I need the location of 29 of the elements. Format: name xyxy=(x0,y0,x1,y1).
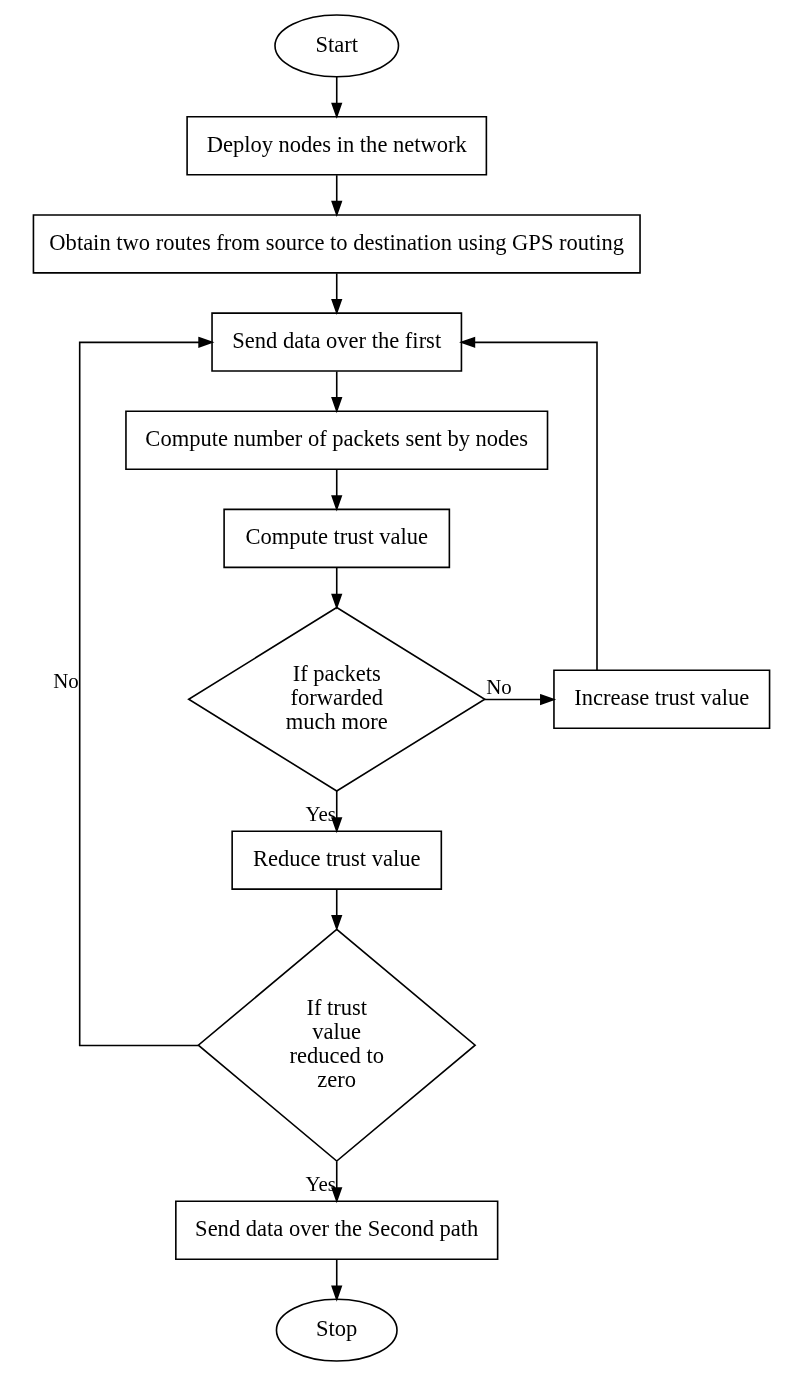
node-diamond: If trust value reduced to zero xyxy=(197,928,477,1163)
arrow xyxy=(331,567,343,610)
edge-label: No xyxy=(53,668,79,693)
arrow xyxy=(459,336,598,671)
arrow xyxy=(331,888,343,932)
node-diamond: If packets forwarded much more xyxy=(187,606,487,792)
edge-label: Yes xyxy=(305,1172,336,1197)
arrow xyxy=(483,693,557,706)
arrow xyxy=(331,468,343,512)
arrow xyxy=(78,336,215,1047)
node-ellipse: Start xyxy=(274,14,400,78)
arrow xyxy=(331,272,343,316)
edge-label: Yes xyxy=(305,802,336,827)
node-box: Send data over the Second path xyxy=(175,1200,499,1260)
node-box: Compute trust value xyxy=(223,508,451,569)
node-ellipse: Stop xyxy=(275,1298,398,1362)
node-box: Obtain two routes from source to destination using GPS routing xyxy=(32,214,641,274)
arrow xyxy=(331,790,343,834)
edge-label: No xyxy=(486,674,512,699)
arrow xyxy=(331,370,343,414)
arrow xyxy=(331,1258,343,1302)
node-box: Increase trust value xyxy=(553,669,771,730)
arrow xyxy=(331,76,343,119)
arrow xyxy=(331,1160,343,1204)
arrow xyxy=(331,174,343,217)
node-box: Reduce trust value xyxy=(231,830,443,890)
node-box: Deploy nodes in the network xyxy=(186,116,488,176)
node-box: Send data over the first xyxy=(211,312,463,372)
node-box: Compute number of packets sent by nodes xyxy=(125,410,549,470)
